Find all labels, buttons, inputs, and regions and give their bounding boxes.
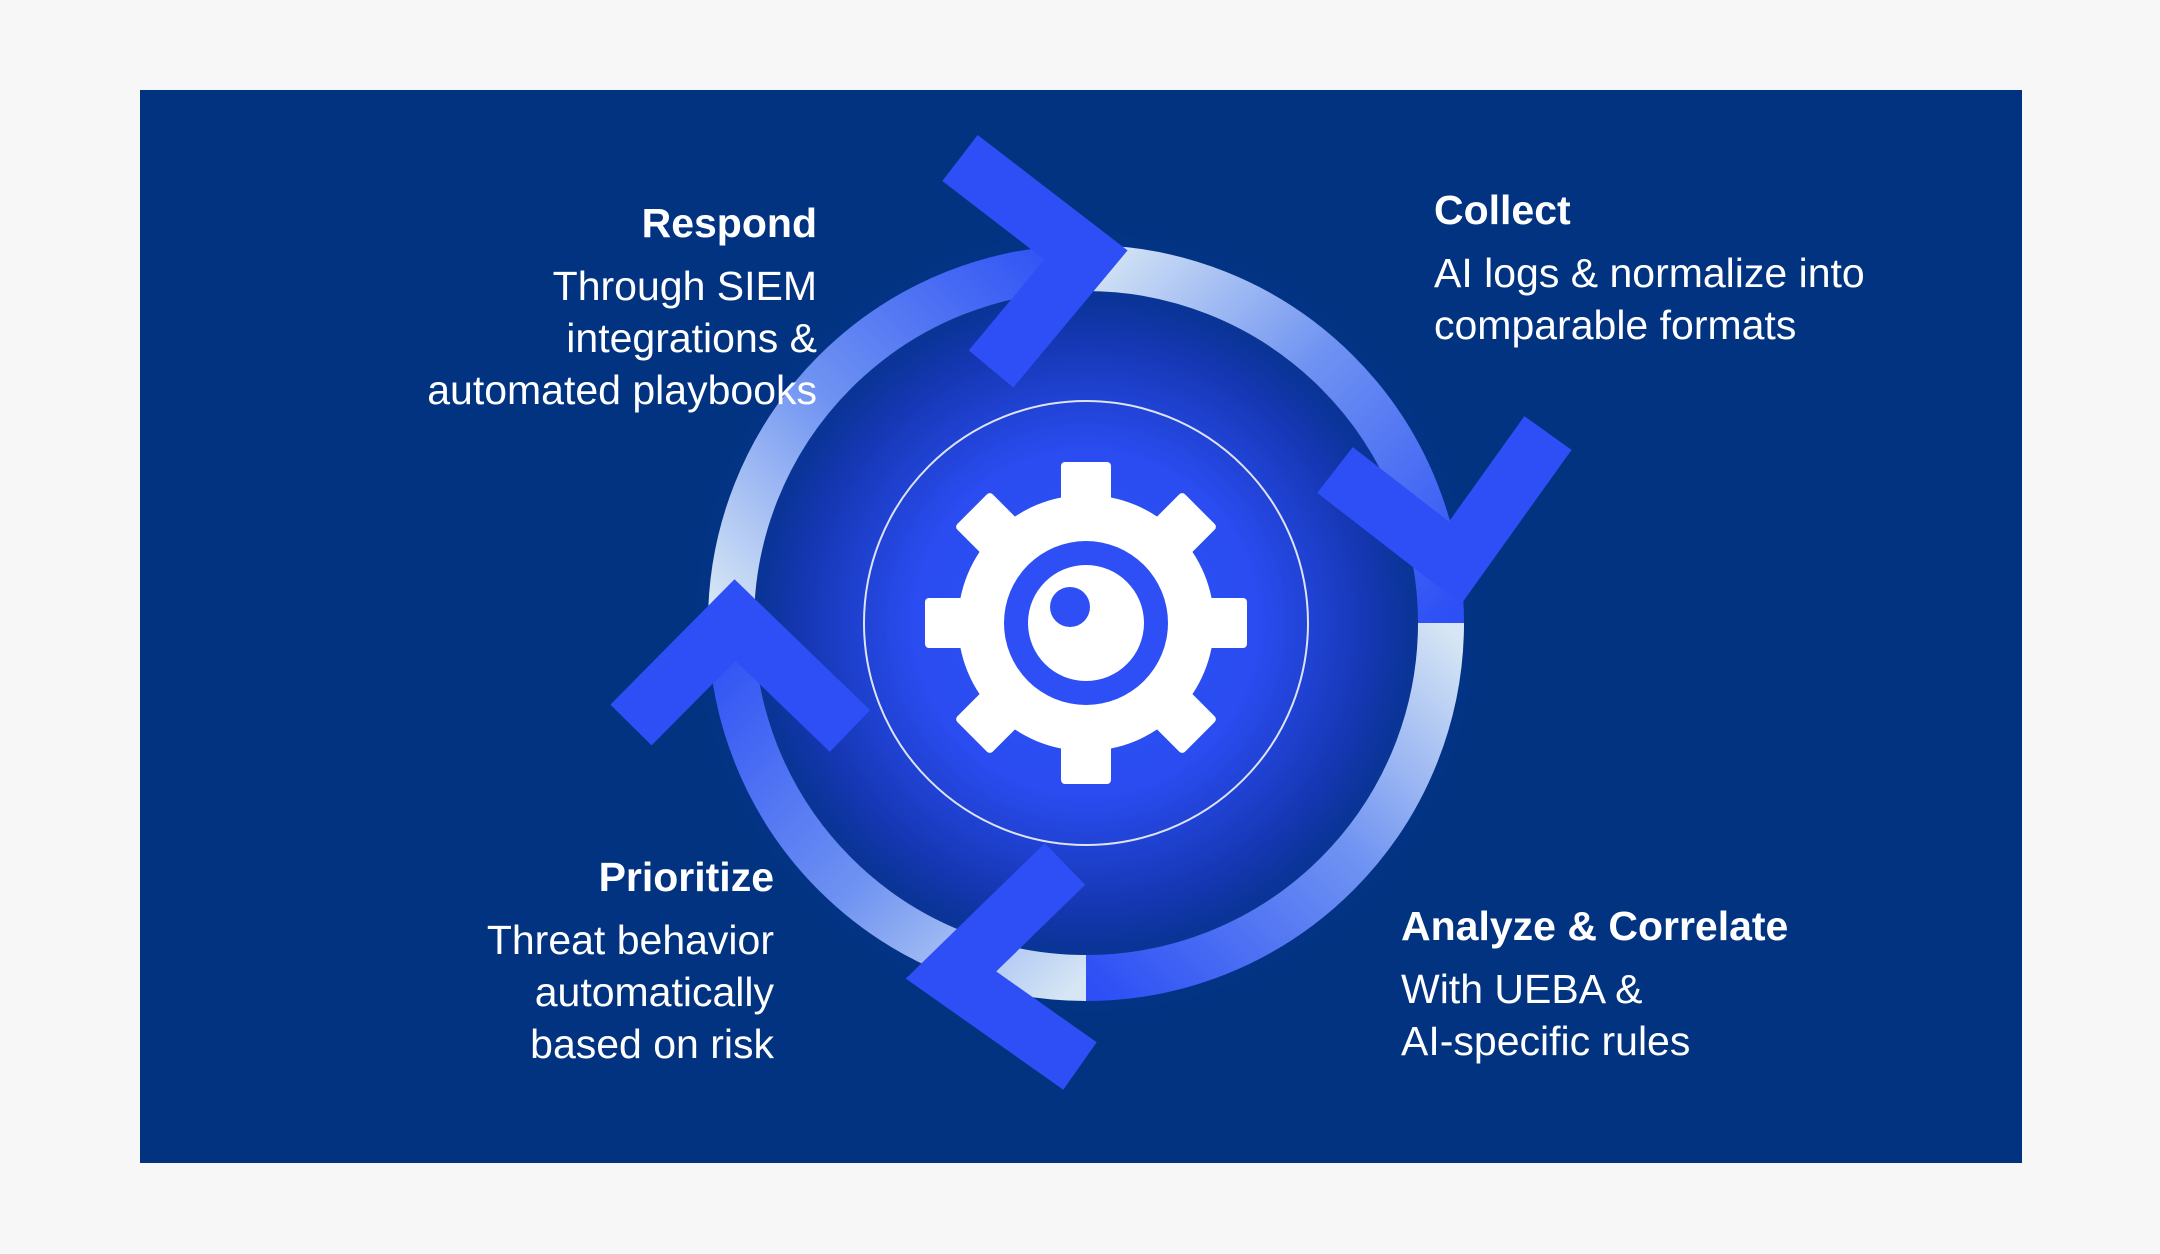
gear-eye-icon <box>925 462 1247 784</box>
ring-segment-prioritize <box>708 622 1087 1001</box>
step-respond-description: Through SIEM integrations & automated pl… <box>427 263 817 413</box>
arrowhead-bottom-icon <box>905 843 1097 1090</box>
arrowhead-top-icon <box>942 135 1128 388</box>
cycle-diagram <box>610 135 1572 1090</box>
step-prioritize: Prioritize Threat behavior automatically… <box>487 850 774 1070</box>
ring-segment-respond <box>708 245 1087 624</box>
step-analyze-description: With UEBA & AI-specific rules <box>1401 966 1691 1064</box>
inner-circle <box>863 400 1309 846</box>
arrowhead-right-icon <box>1317 416 1572 605</box>
step-respond-title: Respond <box>641 200 817 246</box>
step-respond: Respond Through SIEM integrations & auto… <box>427 196 817 416</box>
step-collect-title: Collect <box>1434 187 1571 233</box>
step-collect-description: AI logs & normalize into comparable form… <box>1434 250 1865 348</box>
ring-segment-analyze <box>1085 622 1464 1001</box>
step-collect: Collect AI logs & normalize into compara… <box>1434 183 1865 351</box>
diagram-panel: Respond Through SIEM integrations & auto… <box>140 90 2022 1163</box>
step-prioritize-title: Prioritize <box>598 854 774 900</box>
step-analyze-title: Analyze & Correlate <box>1401 903 1789 949</box>
step-prioritize-description: Threat behavior automatically based on r… <box>486 917 774 1067</box>
step-analyze: Analyze & Correlate With UEBA & AI-speci… <box>1401 899 1788 1067</box>
arrowhead-left-icon <box>610 579 871 752</box>
